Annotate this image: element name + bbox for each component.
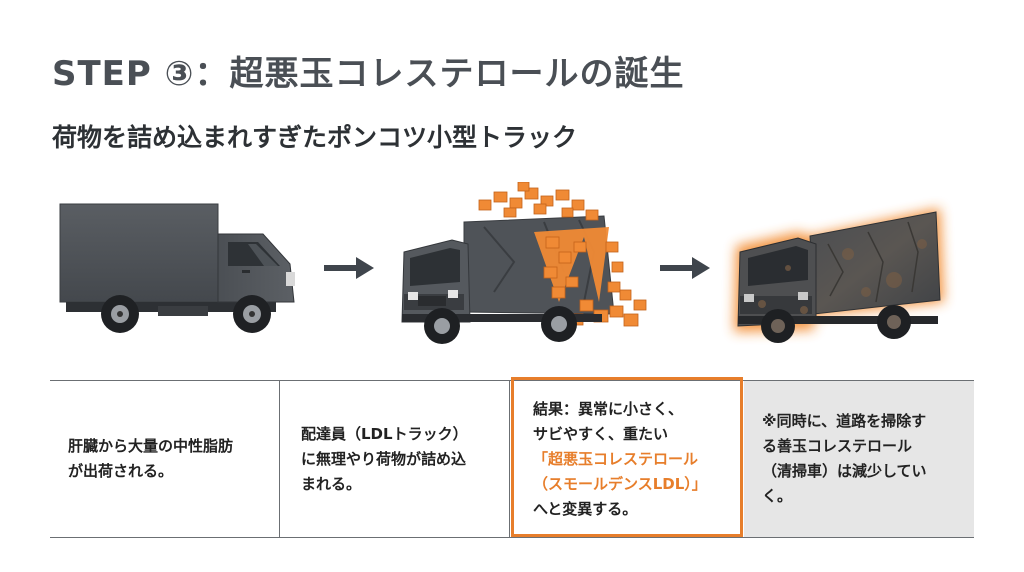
step-cell-note: ※同時に、道路を掃除す る善玉コレステロール （清掃車）は減少してい く。 — [744, 381, 974, 537]
cell-text-line: へと変異する。 — [533, 499, 638, 518]
cell-text-line: る善玉コレステロール — [762, 437, 913, 455]
cell-text-line: 肝臓から大量の中性脂肪 — [68, 437, 234, 455]
step-cell-result: 結果：異常に小さく、 サビやすく、重たい 「超悪玉コレステロール （スモールデン… — [511, 381, 743, 537]
cell-text-line: く。 — [762, 487, 793, 505]
cell-text-line: が出荷される。 — [68, 462, 174, 480]
explanation-table: 肝臓から大量の中性脂肪 が出荷される。 配達員（LDLトラック） に無理やり荷物… — [50, 380, 974, 538]
rusty-small-truck — [734, 208, 944, 343]
overloaded-truck — [401, 182, 647, 344]
cell-text-line: 配達員（LDLトラック） — [301, 424, 468, 443]
cell-text-line: に無理やり荷物が詰め込 — [301, 449, 467, 468]
cell-text-line: （清掃車）は減少してい — [762, 462, 927, 480]
highlight-term-sub: （スモールデンスLDL）」 — [533, 474, 707, 493]
normal-truck — [59, 203, 295, 333]
arrow-right-icon — [324, 257, 374, 279]
page-subtitle: 荷物を詰め込まれすぎたポンコツ小型トラック — [52, 123, 578, 152]
highlight-term: 「超悪玉コレステロール — [533, 449, 699, 468]
truck-sequence — [0, 180, 1024, 370]
cell-text-line: まれる。 — [301, 474, 362, 493]
page-title: STEP ③：超悪玉コレステロールの誕生 — [52, 54, 685, 94]
cell-text-line: ※同時に、道路を掃除す — [762, 412, 927, 430]
cell-text-line: サビやすく、重たい — [533, 424, 669, 443]
result-highlight-frame — [511, 377, 743, 537]
step-cell-liver: 肝臓から大量の中性脂肪 が出荷される。 — [50, 381, 280, 537]
arrow-right-icon — [660, 257, 710, 279]
step-cell-ldl-truck: 配達員（LDLトラック） に無理やり荷物が詰め込 まれる。 — [281, 381, 510, 537]
cell-text-line: 結果：異常に小さく、 — [533, 399, 684, 418]
